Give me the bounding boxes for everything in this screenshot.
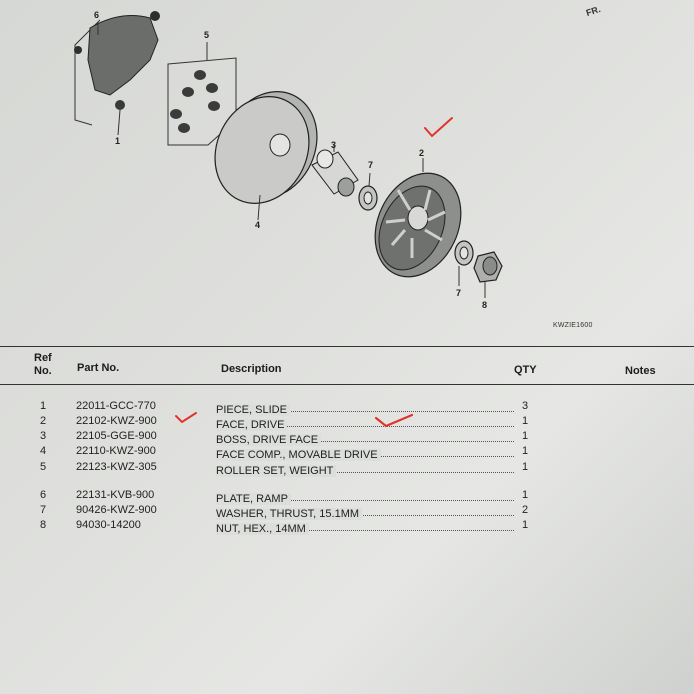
row-description-text: ROLLER SET, WEIGHT	[216, 465, 337, 477]
row-description-text: NUT, HEX., 14MM	[216, 523, 309, 535]
ramp-plate-bracket	[74, 19, 101, 126]
check-mark-icon	[424, 117, 453, 138]
callout-3: 3	[331, 140, 337, 150]
callout-4: 4	[255, 220, 261, 230]
leader-dots	[216, 530, 514, 531]
row-ref-no: 3	[40, 430, 47, 442]
header-qty: QTY	[514, 364, 537, 376]
leader-dots	[216, 500, 514, 501]
row-part-no: 22102-KWZ-900	[76, 415, 157, 427]
row-description: ROLLER SET, WEIGHT	[216, 461, 514, 477]
row-ref-no: 2	[40, 415, 47, 427]
row-qty: 1	[522, 445, 529, 457]
ramp-plate-bolt	[150, 11, 160, 21]
exploded-diagram	[74, 11, 503, 298]
callout-7: 7	[368, 160, 374, 170]
leader-dots	[216, 515, 514, 516]
check-mark-icon	[374, 413, 414, 428]
row-description: NUT, HEX., 14MM	[216, 519, 514, 535]
row-description: FACE COMP., MOVABLE DRIVE	[216, 445, 514, 461]
row-qty: 1	[522, 430, 529, 442]
row-part-no: 94030-14200	[76, 519, 141, 531]
row-description: FACE, DRIVE	[216, 415, 514, 431]
callout-2: 2	[419, 148, 425, 158]
row-ref-no: 7	[40, 504, 47, 516]
row-qty: 1	[522, 461, 529, 473]
row-ref-no: 4	[40, 445, 47, 457]
row-ref-no: 1	[40, 400, 47, 412]
weight-rollers	[170, 70, 220, 133]
header-notes: Notes	[625, 365, 656, 377]
callout-8: 8	[482, 300, 488, 310]
row-part-no: 22131-KVB-900	[76, 489, 155, 501]
leader-dots	[216, 441, 514, 442]
row-part-no: 22110-KWZ-900	[76, 445, 156, 457]
callout-6: 6	[94, 10, 100, 20]
row-qty: 1	[522, 489, 529, 501]
row-ref-no: 6	[40, 489, 47, 501]
leader-dots	[216, 411, 514, 412]
row-description-text: BOSS, DRIVE FACE	[216, 434, 322, 446]
table-top-rule	[0, 346, 694, 347]
slide-piece-part	[115, 100, 125, 110]
callout-5: 5	[204, 30, 210, 40]
table-header-rule	[0, 384, 694, 385]
row-description-text: FACE, DRIVE	[216, 419, 288, 431]
row-description-text: WASHER, THRUST, 15.1MM	[216, 508, 363, 520]
row-part-no: 22123-KWZ-305	[76, 461, 157, 473]
diagram-code: KWZIE1600	[553, 322, 593, 329]
drive-face-boss	[311, 149, 359, 197]
row-part-no: 22011-GCC-770	[76, 400, 156, 412]
row-description: BOSS, DRIVE FACE	[216, 430, 514, 446]
header-description: Description	[221, 363, 282, 375]
drive-face-part	[374, 172, 462, 278]
row-qty: 3	[522, 400, 529, 412]
callout-7b: 7	[456, 288, 462, 298]
ramp-plate-part	[87, 15, 159, 96]
row-description: WASHER, THRUST, 15.1MM	[216, 504, 514, 520]
row-ref-no: 5	[40, 461, 47, 473]
header-part-no: Part No.	[77, 362, 120, 374]
header-ref-no: Ref No.	[34, 352, 52, 377]
row-part-no: 90426-KWZ-900	[76, 504, 157, 516]
callout-1: 1	[115, 136, 121, 146]
row-description: PLATE, RAMP	[216, 489, 514, 505]
ramp-plate-bolt	[74, 46, 82, 54]
hex-nut-part	[473, 251, 503, 283]
row-ref-no: 8	[40, 519, 47, 531]
row-description-text: FACE COMP., MOVABLE DRIVE	[216, 449, 381, 461]
row-description: PIECE, SLIDE	[216, 400, 514, 416]
row-qty: 2	[522, 504, 529, 516]
leader-dots	[216, 426, 514, 427]
row-qty: 1	[522, 415, 529, 427]
row-qty: 1	[522, 519, 529, 531]
leader-dots	[216, 472, 514, 473]
row-description-text: PLATE, RAMP	[216, 493, 291, 505]
check-mark-icon	[175, 412, 197, 424]
movable-drive-face	[214, 91, 318, 204]
row-part-no: 22105-GGE-900	[76, 430, 157, 442]
row-description-text: PIECE, SLIDE	[216, 404, 290, 416]
